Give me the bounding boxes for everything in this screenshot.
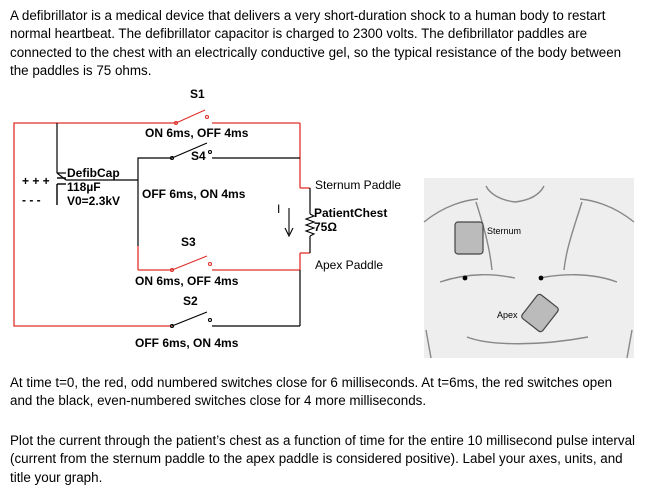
s4-timing-label: ON 6ms, OFF 4ms (145, 126, 249, 140)
torso-illustration: Sternum Apex (423, 178, 635, 359)
current-label: I (277, 202, 280, 216)
s2-label: S2 (183, 294, 198, 308)
s3-label: S3 (181, 235, 196, 249)
patient-chest-label: PatientChest (314, 206, 387, 220)
sternum-label: Sternum (487, 226, 521, 236)
switch-s1 (173, 109, 210, 126)
capacitor-minus-signs: - - - (22, 193, 41, 207)
sternum-paddle (454, 221, 484, 255)
bottom-switch-timing-label: OFF 6ms, ON 4ms (135, 336, 239, 350)
apex-paddle (521, 293, 559, 333)
left-nipple-marker (462, 275, 468, 281)
apex-paddle-label: Apex Paddle (315, 258, 383, 272)
capacitor-symbol (56, 177, 66, 205)
torso-outline (423, 185, 635, 359)
patient-resistance-label: 75Ω (314, 220, 337, 234)
red-circuit-wires (13, 122, 310, 327)
task-paragraph: Plot the current through the patient’s c… (10, 433, 635, 485)
s1-label: S1 (190, 87, 205, 101)
sternum-paddle-label: Sternum Paddle (315, 178, 401, 192)
black-circuit-wires (56, 123, 311, 327)
right-nipple-marker (538, 275, 544, 281)
defibrillator-circuit-diagram: S1 ON 6ms, OFF 4ms S4 OFF 6ms, ON 4ms S3… (13, 87, 635, 359)
intro-paragraph: A defibrillator is a medical device that… (10, 8, 622, 79)
switch-s2 (169, 311, 213, 329)
switch-s3 (169, 255, 213, 273)
timing-paragraph: At time t=0, the red, odd numbered switc… (10, 375, 613, 409)
capacitor-capacitance: 118µF (67, 180, 101, 194)
capacitor-plus-signs: + + + (22, 174, 50, 188)
s4-label: S4 (191, 149, 206, 163)
capacitor-name: DefibCap (67, 166, 120, 180)
torso-background (424, 178, 634, 358)
apex-label: Apex (497, 310, 518, 320)
s2-timing-label: ON 6ms, OFF 4ms (135, 274, 239, 288)
current-arrow (284, 208, 294, 238)
switch-s4 (169, 142, 213, 161)
s3-timing-label: OFF 6ms, ON 4ms (142, 187, 246, 201)
patient-resistor-symbol (304, 213, 316, 237)
capacitor-voltage: V0=2.3kV (67, 194, 120, 208)
